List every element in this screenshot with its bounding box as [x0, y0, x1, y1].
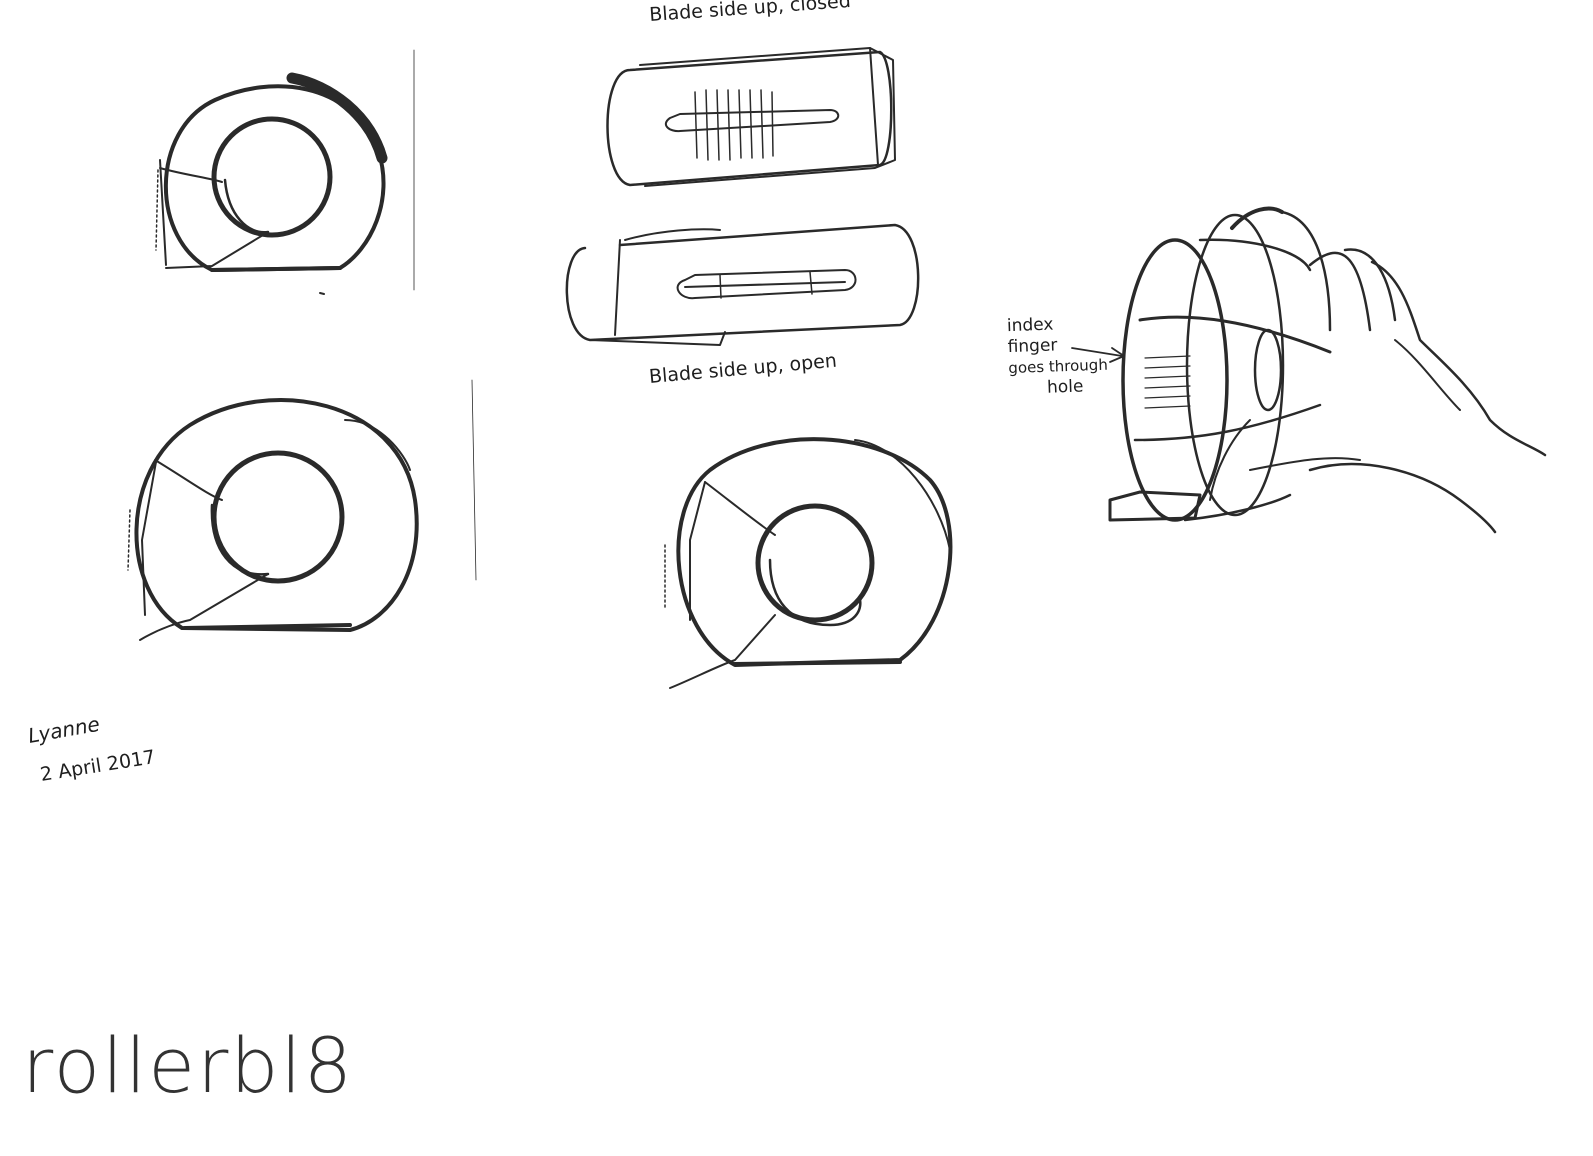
annotation-line-4: hole — [1009, 375, 1130, 400]
sketch-side-view-3 — [665, 439, 950, 688]
sketch-side-view-2 — [128, 380, 476, 640]
sketch-hand-in-use — [1072, 209, 1545, 532]
annotation-index-finger: index finger goes through hole — [1007, 312, 1130, 400]
sketch-top-view-closed — [608, 48, 896, 186]
sketch-side-view-1 — [156, 50, 414, 290]
sketch-top-view-open — [567, 225, 918, 345]
brand-name: rollerbl8 — [22, 1028, 354, 1104]
